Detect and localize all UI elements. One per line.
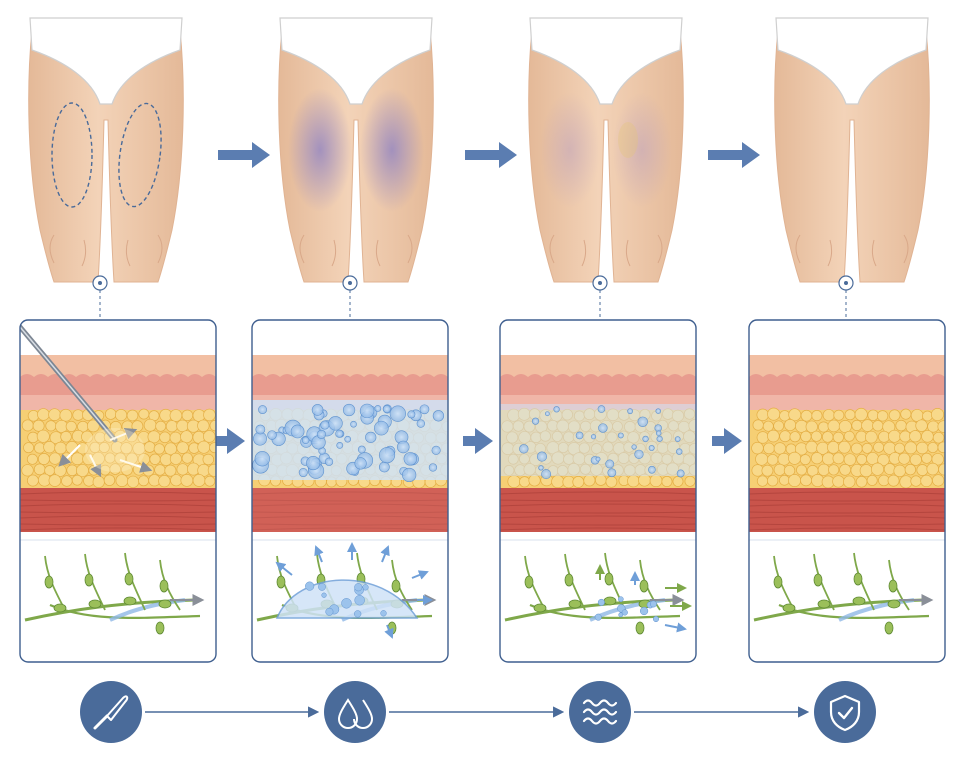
stage-arrows [215,142,760,454]
thigh-illustrations [28,17,930,320]
mid-stage-arrow-2 [463,428,493,454]
treatment-marking-right [118,102,162,208]
epidermis-layer [749,355,945,377]
top-stage-arrow-1 [218,142,270,168]
thigh-figure-drainage [528,17,684,320]
tissue-panel-healed [749,320,945,662]
bruise-right [360,88,424,212]
top-stage-arrow-3 [708,142,760,168]
tissue-panel-treatment [20,320,216,662]
legs [28,29,184,283]
scalpel-icon [80,681,142,743]
tissue-panel-border-drainage [499,319,697,663]
underwear [279,17,433,105]
lymphatic-network [256,542,437,639]
fluid-bubbles [344,435,352,443]
mid-stage-arrow-1 [215,428,245,454]
underwear [529,17,683,105]
bruise-left [288,88,352,212]
mid-stage-arrow-3 [712,428,742,454]
thigh-figure-swelling [278,17,434,320]
fluid-spread-arrows [275,561,293,576]
step-icons [80,681,876,743]
epidermis-layer [252,355,448,377]
legs [774,29,930,283]
tissue-panel-border-treatment [19,319,217,663]
epidermis-layer [20,355,216,377]
interstitial-fluid [500,404,696,476]
epidermis-layer [500,355,696,377]
lymphatic-network [753,552,934,635]
tissue-panels [19,319,946,663]
tissue-panel-border-swelling [251,319,449,663]
fading-bruise-left [540,92,600,208]
suction-motion-arrows [58,444,81,467]
drops-icon [324,681,386,743]
tissue-panel-swelling [252,320,448,662]
underwear [775,17,929,105]
lymphatic-network [504,552,692,635]
waves-icon [569,681,631,743]
tissue-panel-drainage [500,320,696,662]
fluid-bubbles [598,423,608,433]
thigh-figure-healed [774,17,930,320]
tissue-panel-border-healed [748,319,946,663]
fading-bruise-right [612,92,672,208]
top-stage-arrow-2 [465,142,517,168]
lymphatic-network [24,552,205,635]
treatment-marking-left [51,102,93,208]
thigh-figure-treatment [28,17,184,320]
underwear [29,17,183,105]
shield-check-icon [814,681,876,743]
